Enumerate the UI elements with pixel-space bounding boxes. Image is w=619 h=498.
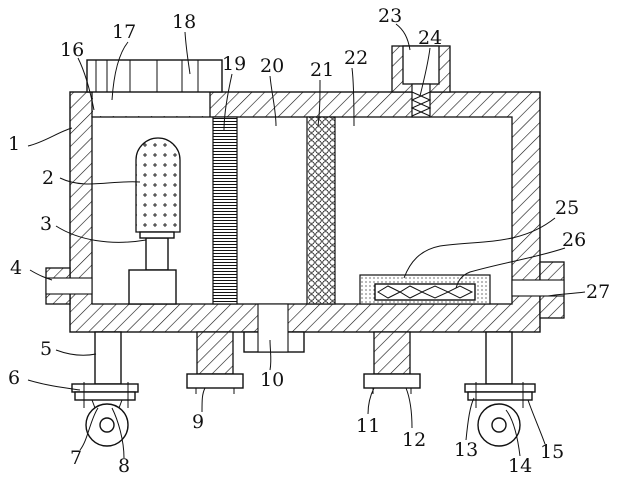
label-25: 25 xyxy=(555,197,579,219)
left-pipe-bore xyxy=(45,277,93,295)
label-19: 19 xyxy=(222,53,246,75)
top-outlet-pipe xyxy=(391,45,451,118)
label-4: 4 xyxy=(10,257,22,279)
label-3: 3 xyxy=(40,213,52,235)
label-12: 12 xyxy=(402,429,426,451)
label-23: 23 xyxy=(378,5,402,27)
label-24: 24 xyxy=(418,27,442,49)
right-wheel-assembly xyxy=(464,331,536,447)
label-9: 9 xyxy=(192,411,204,433)
feed-hopper xyxy=(86,59,223,93)
label-6: 6 xyxy=(8,367,20,389)
bottom-drain-bore xyxy=(257,303,289,353)
label-18: 18 xyxy=(172,11,196,33)
number-labels: 1 2 3 4 5 6 7 8 9 10 11 12 13 14 15 16 1… xyxy=(8,5,610,477)
label-21: 21 xyxy=(310,59,334,81)
label-11: 11 xyxy=(356,415,380,437)
label-14: 14 xyxy=(508,455,532,477)
label-27: 27 xyxy=(586,281,610,303)
label-13: 13 xyxy=(454,439,478,461)
label-20: 20 xyxy=(260,55,284,77)
leader-lines xyxy=(27,23,586,459)
label-16: 16 xyxy=(60,39,84,61)
label-2: 2 xyxy=(42,167,54,189)
label-7: 7 xyxy=(70,447,82,469)
filter-screen-fine xyxy=(212,116,238,305)
label-22: 22 xyxy=(344,47,368,69)
label-26: 26 xyxy=(562,229,586,251)
label-10: 10 xyxy=(260,369,284,391)
label-15: 15 xyxy=(540,441,564,463)
label-5: 5 xyxy=(40,338,52,360)
filter-tray xyxy=(359,274,491,305)
filter-screen-honeycomb xyxy=(306,116,336,305)
right-pipe-bore xyxy=(511,279,565,297)
label-1: 1 xyxy=(8,133,20,155)
support-left xyxy=(186,331,244,394)
sensor-unit xyxy=(128,137,181,305)
left-wheel-assembly xyxy=(71,331,139,447)
label-17: 17 xyxy=(112,21,136,43)
label-8: 8 xyxy=(118,455,130,477)
support-right xyxy=(363,331,421,394)
